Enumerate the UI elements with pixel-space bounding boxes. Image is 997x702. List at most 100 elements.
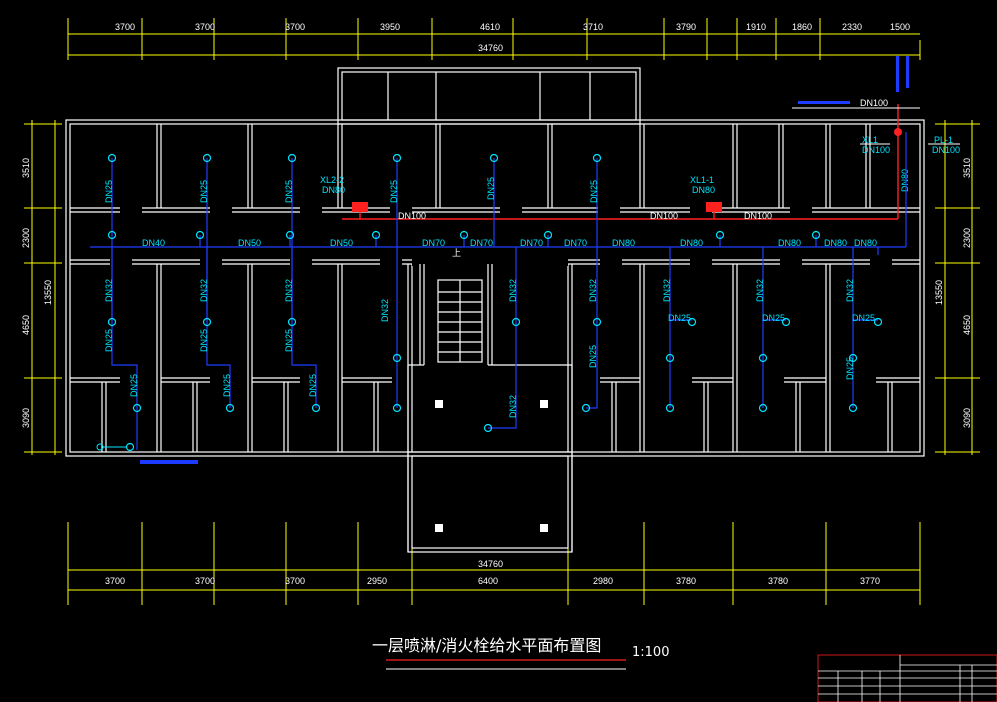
sprinkler-head-19 [592,317,602,327]
sprinkler-heads [107,153,883,452]
sprinkler-head-6 [107,230,117,240]
dim-top-11: 1500 [890,22,910,32]
br-dn32-10: DN32 [508,395,518,418]
sprinkler-head-13 [811,230,821,240]
sprinkler-head-21 [781,317,791,327]
columns [435,400,548,532]
sprinkler-head-23 [132,403,142,413]
sprinkler-main-pipe [90,132,907,255]
dim-right-3: 4650 [962,315,972,335]
dim-top-1: 3700 [115,22,135,32]
alarm-valve-note [96,443,198,464]
dim-bottom-1: 3700 [105,576,125,586]
main-dn80-2: DN80 [680,238,703,248]
sprinkler-head-33 [758,353,768,363]
sprinkler-head-29 [665,403,675,413]
hydrant-boxes [352,128,902,212]
main-dn70-3: DN70 [520,238,543,248]
drawing-title-block: 一层喷淋/消火栓给水平面布置图 1:100 [372,636,669,670]
riser-label-xl1-1: XL1-1 [690,175,714,185]
br-dn25-10: DN25 [588,345,598,368]
dim-bottom-3: 3700 [285,576,305,586]
riser-label-pl1-dn: DN100 [932,145,960,155]
br-dn32-4: DN32 [380,299,390,322]
br-dn25-2: DN25 [199,180,209,203]
riser-label-xl2-2-dn: DN80 [322,185,345,195]
top-dimension-texts: 3700 3700 3700 3950 4610 3710 3790 1910 … [115,22,910,53]
riser-label-pl1: PL-1 [934,135,953,145]
title-block [817,654,997,702]
br-dn25-15: DN25 [668,313,691,323]
dim-left-1: 3510 [21,158,31,178]
dim-bottom-5: 6400 [478,576,498,586]
dim-left-4: 3090 [21,408,31,428]
dim-top-10: 2330 [842,22,862,32]
sprinkler-head-7 [195,230,205,240]
sprinkler-head-30 [758,403,768,413]
incoming-line [792,107,960,145]
sprinkler-head-31 [848,403,858,413]
br-dn32-5: DN32 [508,279,518,302]
main-dn40: DN40 [142,238,165,248]
riser-label-xl1-dn: DN100 [862,145,890,155]
dim-right-total: 13550 [934,280,944,305]
sprinkler-head-28 [581,403,591,413]
incoming-note-marks [798,56,909,104]
sprinkler-head-25 [311,403,321,413]
bottom-dimension-chain [67,522,921,605]
br-dn25-12: DN25 [129,374,139,397]
hydrant-dn100-1: DN100 [398,211,426,221]
br-dn32-8: DN32 [755,279,765,302]
sprinkler-head-24 [225,403,235,413]
drawing-scale: 1:100 [632,645,669,660]
br-dn25-17: DN25 [852,313,875,323]
br-dn25-9: DN25 [284,329,294,352]
main-dn80-3: DN80 [778,238,801,248]
sprinkler-head-2 [287,153,297,163]
br-dn32-3: DN32 [284,279,294,302]
br-dn32-6: DN32 [588,279,598,302]
br-dn25-5: DN25 [486,177,496,200]
dim-right-1: 3510 [962,158,972,178]
door-gaps [110,206,892,266]
sprinkler-head-26 [392,403,402,413]
dim-left-2: 2300 [21,228,31,248]
main-dn80-1: DN80 [612,238,635,248]
dim-top-total: 34760 [478,43,503,53]
hydrant-labels: XL2-2 DN80 XL1-1 DN80 XL1 DN100 PL-1 DN1… [320,98,960,221]
dim-top-4: 3950 [380,22,400,32]
top-dimension-chain [67,18,921,60]
main-run-labels: DN40 DN50 DN50 DN70 DN70 DN70 DN70 DN80 … [142,238,877,248]
sprinkler-head-32 [665,353,675,363]
dim-top-6: 3710 [583,22,603,32]
right-dimension-chain [935,120,980,455]
dim-bottom-9: 3770 [860,576,880,586]
riser-xl1 [894,128,902,136]
right-dimension-texts: 13550 3510 2300 4650 3090 [934,158,972,428]
dim-bottom-2: 3700 [195,576,215,586]
sprinkler-head-4 [489,153,499,163]
main-dn70-1: DN70 [422,238,445,248]
dim-top-8: 1910 [746,22,766,32]
sprinkler-head-16 [287,317,297,327]
dim-left-3: 4650 [21,315,31,335]
riser-label-xl1: XL1 [862,135,878,145]
stair-entry-walls [408,264,572,366]
branch-pipe-5 [488,247,517,429]
hydrant-dn100-2: DN100 [650,211,678,221]
building-walls [65,67,925,553]
sprinkler-head-11 [543,230,553,240]
sprinkler-head-15 [202,317,212,327]
dim-right-4: 3090 [962,408,972,428]
sprinkler-head-20 [687,317,697,327]
main-dn50-2: DN50 [330,238,353,248]
br-dn25-13: DN25 [222,374,232,397]
sprinkler-head-10 [459,230,469,240]
sprinkler-head-1 [202,153,212,163]
left-dimension-texts: 3510 2300 4650 3090 13550 [21,158,53,428]
dim-top-2: 3700 [195,22,215,32]
sprinkler-head-22 [873,317,883,327]
sprinkler-head-3 [392,153,402,163]
main-dn50-1: DN50 [238,238,261,248]
branch-pipe-0 [111,158,138,408]
